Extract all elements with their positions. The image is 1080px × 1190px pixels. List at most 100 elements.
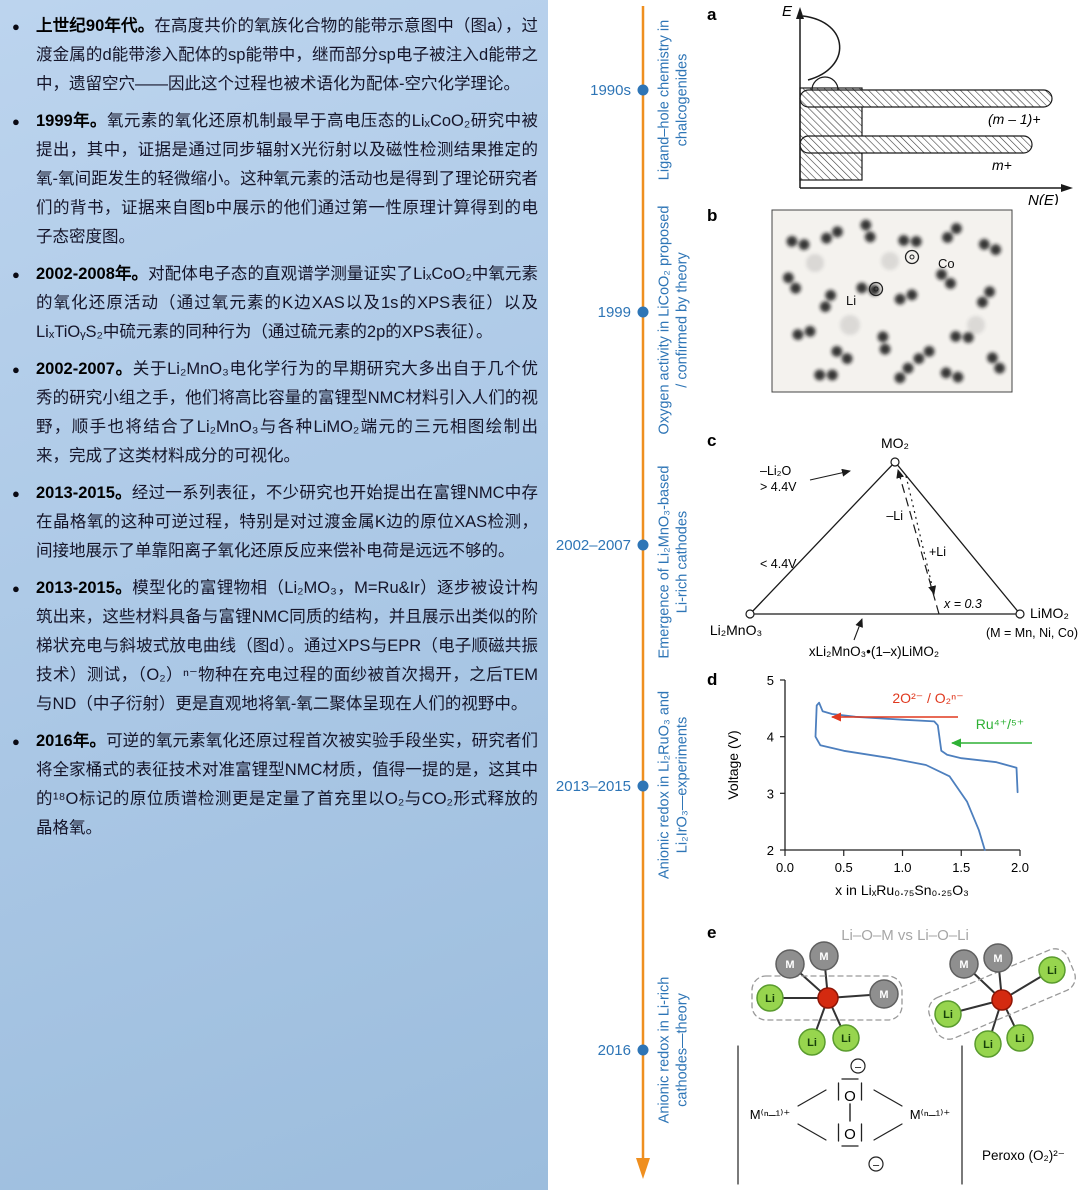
timeline-date: 2013–2015 xyxy=(556,778,631,795)
li-atoms xyxy=(934,956,1066,1058)
svg-text:Li: Li xyxy=(807,1037,817,1049)
panel-letter: c xyxy=(707,431,716,450)
li2o-loss-label: –Li₂O xyxy=(760,464,792,478)
m-cation-left: M⁽ⁿ–¹⁾⁺ xyxy=(750,1107,790,1122)
x-point-label: x = 0.3 xyxy=(943,597,982,611)
bullet-text: 2002-2007。关于Li₂MnO₃电化学行为的早期研究大多出自于几个优秀的研… xyxy=(36,355,538,471)
bullet-dot-icon: ● xyxy=(12,486,20,501)
li-marker-icon xyxy=(868,281,884,297)
x-tick: 0.5 xyxy=(835,860,853,875)
timeline-dot xyxy=(637,780,649,792)
li-atoms xyxy=(756,984,860,1056)
triangle xyxy=(748,461,1022,615)
x-tick: 2.0 xyxy=(1011,860,1029,875)
li-o-li-axis-box xyxy=(928,948,1076,1040)
x-tick: 1.5 xyxy=(952,860,970,875)
lithiation-line xyxy=(905,475,937,595)
vertex-limo2 xyxy=(1015,609,1025,619)
bullet-item: ● 2013-2015。模型化的富锂物相（Li₂MO₃，M=Ru&Ir）逐步被设… xyxy=(12,574,538,719)
minus-li-label: –Li xyxy=(886,509,903,523)
svg-text:M: M xyxy=(879,989,888,1001)
li2o-arrow xyxy=(809,468,851,481)
m-atoms xyxy=(775,941,899,1009)
panel-letter: e xyxy=(707,923,716,942)
x-tick: 0.0 xyxy=(776,860,794,875)
li-label: Li xyxy=(846,293,856,308)
timeline-dot xyxy=(637,84,649,96)
low-voltage-label: < 4.4V xyxy=(760,557,797,571)
peroxo-lewis-diagram: O O – – M⁽ⁿ–¹⁾⁺ M⁽ⁿ–¹⁾⁺ Peroxo (O₂)²⁻ xyxy=(737,1045,1065,1185)
svg-text:M: M xyxy=(819,951,828,963)
bullet-text: 2002-2008年。对配体电子态的直观谱学测量证实了LiₓCoO₂中氧元素的氧… xyxy=(36,260,538,347)
o1-label: O xyxy=(844,1088,856,1105)
y-tick: 4 xyxy=(767,730,774,745)
bullet-dot-icon: ● xyxy=(12,362,20,377)
bullet-body: 氧元素的氧化还原机制最早于高电压态的LiₓCoO₂研究中被提出，其中，证据是通过… xyxy=(36,112,538,246)
bullet-item: ● 2002-2007。关于Li₂MnO₃电化学行为的早期研究大多出自于几个优秀… xyxy=(12,355,538,471)
timeline-label: Emergence of Li₂MnO₃-based Li-rich catho… xyxy=(656,465,691,659)
y-tick: 2 xyxy=(767,843,774,858)
bullet-title: 2013-2015。 xyxy=(36,484,132,502)
chinese-summary-panel: ● 上世纪90年代。在高度共价的氧族化合物的能带示意图中（图a），过渡金属的d能… xyxy=(0,0,548,1190)
co-marker-icon xyxy=(904,249,920,265)
timeline-label: Oxygen activity in LiCoO₂ proposed / con… xyxy=(656,205,691,435)
delithiation-line xyxy=(896,469,940,615)
bullet-title: 2016年。 xyxy=(36,732,107,750)
mo2-label: MO₂ xyxy=(881,435,909,451)
e-axis-label: E xyxy=(782,3,793,20)
panel-letter: d xyxy=(707,670,717,689)
o-atom xyxy=(817,987,839,1009)
bullet-text: 2016年。可逆的氧元素氧化还原过程首次被实验手段坐实，研究者们将全家桶式的表征… xyxy=(36,727,538,843)
bullet-text: 2013-2015。模型化的富锂物相（Li₂MO₃，M=Ru&Ir）逐步被设计构… xyxy=(36,574,538,719)
bullet-title: 2013-2015。 xyxy=(36,579,133,597)
formula-arrow xyxy=(853,618,863,641)
bullet-item: ● 上世纪90年代。在高度共价的氧族化合物的能带示意图中（图a），过渡金属的d能… xyxy=(12,12,538,99)
timeline-label: Anionic redox in Li-rich cathodes—theory xyxy=(656,976,691,1124)
e-axis-arrow-icon xyxy=(796,7,804,19)
m-cation-right: M⁽ⁿ–¹⁾⁺ xyxy=(910,1107,950,1122)
bullet-item: ● 2016年。可逆的氧元素氧化还原过程首次被实验手段坐实，研究者们将全家桶式的… xyxy=(12,727,538,843)
timeline-date: 1999 xyxy=(598,304,631,321)
bullet-dot-icon: ● xyxy=(12,734,20,749)
vertex-mo2 xyxy=(890,457,900,467)
svg-text:Li: Li xyxy=(983,1039,993,1051)
timeline-label: Anionic redox in Li₂RuO₃ and Li₂IrO₃—exp… xyxy=(656,690,691,880)
timeline: 1990s 1999 2002–2007 2013–2015 2016 xyxy=(556,6,650,1179)
bullet-item: ● 1999年。氧元素的氧化还原机制最早于高电压态的LiₓCoO₂研究中被提出，… xyxy=(12,107,538,252)
timeline-date: 1990s xyxy=(590,82,631,99)
timeline-date: 2002–2007 xyxy=(556,537,631,554)
bullet-text: 上世纪90年代。在高度共价的氧族化合物的能带示意图中（图a），过渡金属的d能带渗… xyxy=(36,12,538,99)
bullet-body: 经过一系列表征，不少研究也开始提出在富锂NMC中存在晶格氧的这种可逆过程，特别是… xyxy=(36,484,538,560)
ne-axis-arrow-icon xyxy=(1061,184,1073,192)
bullet-body: 关于Li₂MnO₃电化学行为的早期研究大多出自于几个优秀的研究小组之手，他们将高… xyxy=(36,360,538,465)
anionic-redox-annotation: 2O²⁻ / O₂ⁿ⁻ xyxy=(892,690,963,706)
timeline-dot xyxy=(637,539,649,551)
bullet-item: ● 2002-2008年。对配体电子态的直观谱学测量证实了LiₓCoO₂中氧元素… xyxy=(12,260,538,347)
peroxo-label: Peroxo (O₂)²⁻ xyxy=(982,1148,1065,1163)
cluster-li-o-m: M M M Li Li Li xyxy=(751,941,903,1056)
svg-text:M: M xyxy=(785,959,794,971)
timeline-dot xyxy=(637,1044,649,1056)
bullet-item: ● 2013-2015。经过一系列表征，不少研究也开始提出在富锂NMC中存在晶格… xyxy=(12,479,538,566)
bullet-title: 2002-2008年。 xyxy=(36,265,149,283)
band-m-minus-1 xyxy=(799,89,1053,108)
cluster-li-o-li: M M Li Li Li Li xyxy=(928,943,1076,1058)
panel-e-molecular-diagram: e Li–O–M vs Li–O–Li M M xyxy=(707,923,1076,1185)
band-arc xyxy=(811,76,839,91)
negative-charge-icon xyxy=(850,1058,866,1074)
svg-text:Li: Li xyxy=(765,993,775,1005)
charge-discharge-curve xyxy=(814,701,1019,851)
li2o-voltage-label: > 4.4V xyxy=(760,480,797,494)
ru-redox-annotation: Ru⁴⁺/⁵⁺ xyxy=(976,716,1024,732)
ne-axis-label: N(E) xyxy=(1028,192,1059,205)
svg-text:M: M xyxy=(993,953,1002,965)
bullet-text: 1999年。氧元素的氧化还原机制最早于高电压态的LiₓCoO₂研究中被提出，其中… xyxy=(36,107,538,252)
panel-c-ternary-diagram: c MO₂ Li₂MnO₃ LiMO₂ (M = Mn, Ni, Co) –Li… xyxy=(707,431,1078,659)
timeline-arrow-icon xyxy=(636,1158,650,1179)
y-tick: 3 xyxy=(767,786,774,801)
panel-d-voltage-chart: d 5 4 3 2 0.0 0.5 1.0 1.5 2.0 Voltage (V… xyxy=(707,670,1032,898)
vertex-li2mno3 xyxy=(745,609,755,619)
band-m xyxy=(799,135,1033,154)
bullet-dot-icon: ● xyxy=(12,267,20,282)
